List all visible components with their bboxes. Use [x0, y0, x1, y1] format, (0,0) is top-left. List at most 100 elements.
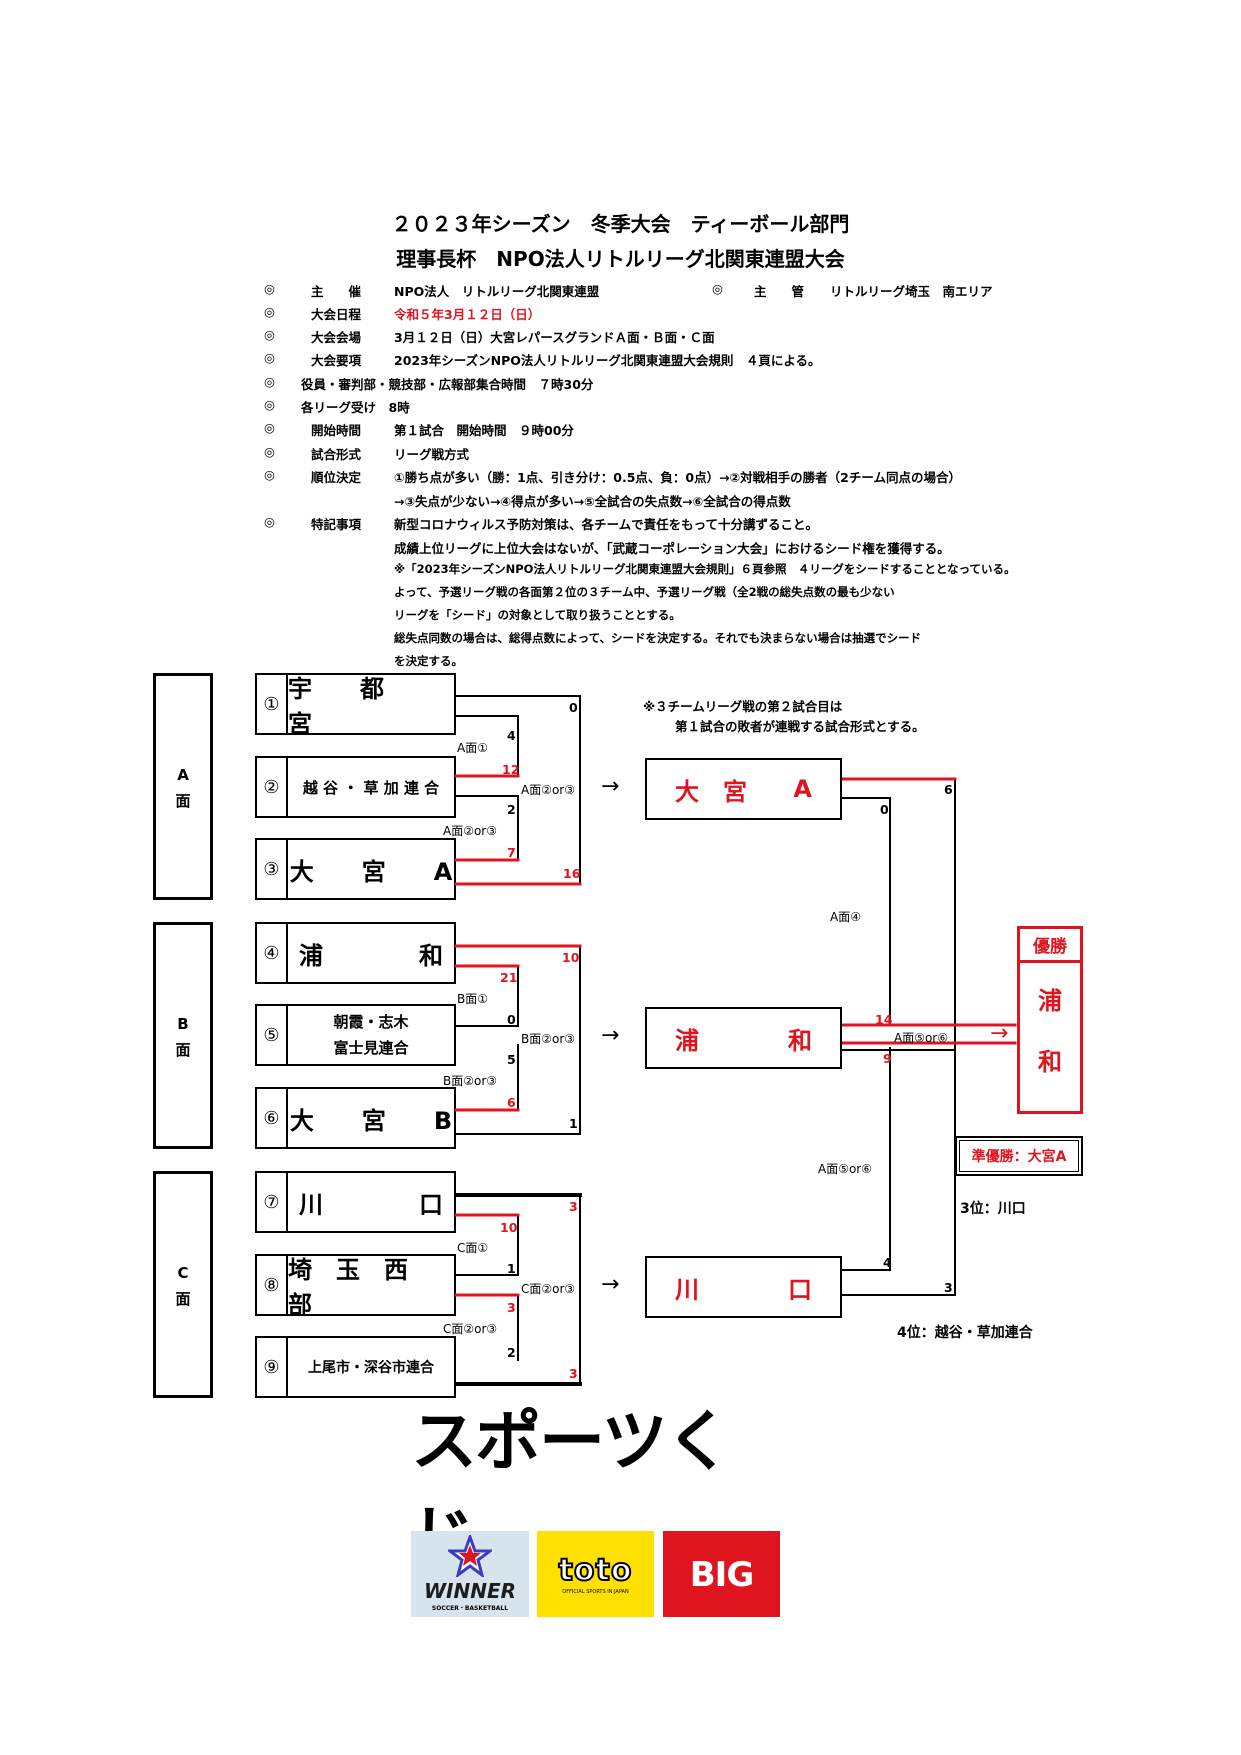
- score: 4: [507, 728, 516, 743]
- toto-card: toto OFFICIAL SPORTS IN JAPAN: [537, 1531, 654, 1617]
- champion-name-2: 和: [1038, 1048, 1062, 1076]
- info-mark: ◎: [712, 281, 723, 296]
- team-name: 越 谷 ・ 草 加 連 合: [302, 778, 440, 797]
- team-number: ②: [257, 758, 288, 816]
- info-value-ranking: ①勝ち点が多い（勝：1点、引き分け：0.5点、負：0点）→②対戦相手の勝者（2チ…: [394, 470, 962, 485]
- info-label-date: 大会日程: [311, 307, 362, 322]
- toto-card-sub: OFFICIAL SPORTS IN JAPAN: [562, 1589, 629, 1595]
- info-label-notes: 特記事項: [311, 517, 362, 532]
- sports-kuji-logo: スポーツくじ: [411, 1403, 732, 1576]
- winner-name-a: 川: [675, 1275, 699, 1304]
- info-value-ranking-cont: →③失点が少ない→④得点が多い→⑤全試合の失点数→⑥全試合の得点数: [394, 494, 791, 509]
- game-label: A面②or③: [521, 783, 576, 797]
- score: 7: [507, 845, 516, 860]
- game-label: C面①: [457, 1241, 489, 1255]
- zone-letter: C: [177, 1264, 189, 1282]
- team-name: 大 宮 A: [289, 857, 453, 886]
- big-card-name: BIG: [689, 1555, 754, 1595]
- winner-name-a: 浦: [675, 1026, 699, 1055]
- zone-c: C 面: [153, 1171, 213, 1398]
- info-note: 成績上位リーグに上位大会はないが、「武蔵コーポレーション大会」におけるシード権を…: [394, 541, 950, 556]
- info-label-start: 開始時間: [311, 423, 362, 438]
- score: 1: [569, 1116, 578, 1131]
- team-number: ⑧: [257, 1256, 288, 1314]
- info-mark: ◎: [264, 350, 275, 365]
- game-label: C面②or③: [521, 1282, 576, 1296]
- team-name-line2: 富士見連合: [333, 1039, 409, 1057]
- game-label: C面②or③: [443, 1322, 498, 1336]
- info-staff-time: 役員・審判部・競技部・広報部集合時間 ７時30分: [301, 377, 594, 392]
- info-value-format: リーグ戦方式: [394, 447, 470, 462]
- info-label-organizer: 主 催: [311, 284, 362, 299]
- info-note: 新型コロナウィルス予防対策は、各チームで責任をもって十分講ずること。: [394, 517, 819, 532]
- info-reception: 各リーグ受け 8時: [301, 400, 410, 415]
- advance-arrow: →: [601, 774, 620, 799]
- fourth-place: 4位：越谷・草加連合: [897, 1325, 1033, 1341]
- winner-name-a: 大 宮: [675, 777, 747, 806]
- info-note: 総失点同数の場合は、総得点数によって、シードを決定する。それでも決まらない場合は…: [394, 631, 922, 645]
- league-winner-box: 川 口: [645, 1256, 842, 1318]
- team-box: ③ 大 宮 A: [255, 838, 456, 900]
- team-box: ⑨ 上尾市・深谷市連合: [255, 1336, 456, 1398]
- info-label-host: 主 管: [754, 284, 805, 299]
- game-label: B面②or③: [521, 1032, 576, 1046]
- info-label-format: 試合形式: [311, 447, 362, 462]
- score: 0: [507, 1012, 516, 1027]
- game-label: B面①: [457, 992, 488, 1006]
- team-number: ③: [257, 840, 288, 898]
- info-value-organizer: NPO法人 リトルリーグ北関東連盟: [394, 284, 600, 299]
- info-label-venue: 大会会場: [311, 330, 362, 345]
- score: 2: [507, 802, 516, 817]
- score: 3: [569, 1366, 578, 1381]
- team-box: ⑤ 朝霞・志木 富士見連合: [255, 1004, 456, 1066]
- info-mark: ◎: [264, 327, 275, 342]
- zone-kanji: 面: [175, 792, 191, 810]
- league-winner-box: 浦 和: [645, 1007, 842, 1069]
- score: 0: [569, 700, 578, 715]
- info-mark: ◎: [264, 397, 275, 412]
- zone-b: B 面: [153, 922, 213, 1149]
- score: 3: [569, 1199, 578, 1214]
- score: 3: [507, 1300, 516, 1315]
- score: 2: [507, 1345, 516, 1360]
- info-value-host: リトルリーグ埼玉 南エリア: [830, 284, 993, 299]
- info-mark: ◎: [264, 281, 275, 296]
- info-value-venue: 3月１２日（日）大宮レパースグランドＡ面・Ｂ面・Ｃ面: [394, 330, 715, 345]
- format-note-line1: ※３チームリーグ戦の第２試合目は: [643, 699, 843, 714]
- team-box: ⑥ 大 宮 B: [255, 1087, 456, 1149]
- winner-name-b: 和: [788, 1026, 812, 1055]
- info-value-date: 令和５年3月１２日（日）: [394, 307, 541, 322]
- advance-arrow: →: [601, 1272, 620, 1297]
- third-place: 3位：川口: [960, 1201, 1026, 1217]
- team-box: ① 宇 都 宮: [255, 673, 456, 738]
- score: 16: [563, 866, 581, 881]
- team-box: ⑦ 川 口: [255, 1171, 456, 1233]
- zone-a: A 面: [153, 673, 213, 900]
- score: 5: [507, 1052, 516, 1067]
- zone-letter: A: [177, 766, 189, 784]
- final-arrow: →: [990, 1021, 1009, 1046]
- game-label: A面⑤or⑥: [818, 1162, 873, 1176]
- team-name-line1: 朝霞・志木: [333, 1013, 409, 1031]
- team-name: 宇 都 宮: [288, 675, 432, 738]
- team-name: 朝霞・志木 富士見連合: [288, 1006, 454, 1064]
- doc-title-line1: ２０２３年シーズン 冬季大会 ティーボール部門: [391, 212, 850, 236]
- score: 12: [502, 762, 520, 777]
- game-label: A面④: [830, 910, 861, 924]
- info-note: ※「2023年シーズンNPO法人リトルリーグ北関東連盟大会規則」６頁参照 ４リー…: [394, 562, 1016, 576]
- team-name: 川 口: [299, 1190, 443, 1219]
- score: 4: [883, 1255, 892, 1270]
- team-box: ④ 浦 和: [255, 922, 456, 984]
- big-card: BIG: [663, 1531, 780, 1617]
- team-number: ④: [257, 924, 288, 982]
- info-mark: ◎: [264, 514, 275, 529]
- winner-name-b: 口: [788, 1275, 812, 1304]
- team-number: ⑨: [257, 1338, 288, 1396]
- info-mark: ◎: [264, 304, 275, 319]
- team-name: 埼 玉 西 部: [288, 1256, 432, 1319]
- team-name: 大 宮 B: [289, 1106, 453, 1135]
- score: 6: [944, 782, 953, 797]
- game-label: A面①: [457, 741, 488, 755]
- team-box: ⑧ 埼 玉 西 部: [255, 1254, 456, 1319]
